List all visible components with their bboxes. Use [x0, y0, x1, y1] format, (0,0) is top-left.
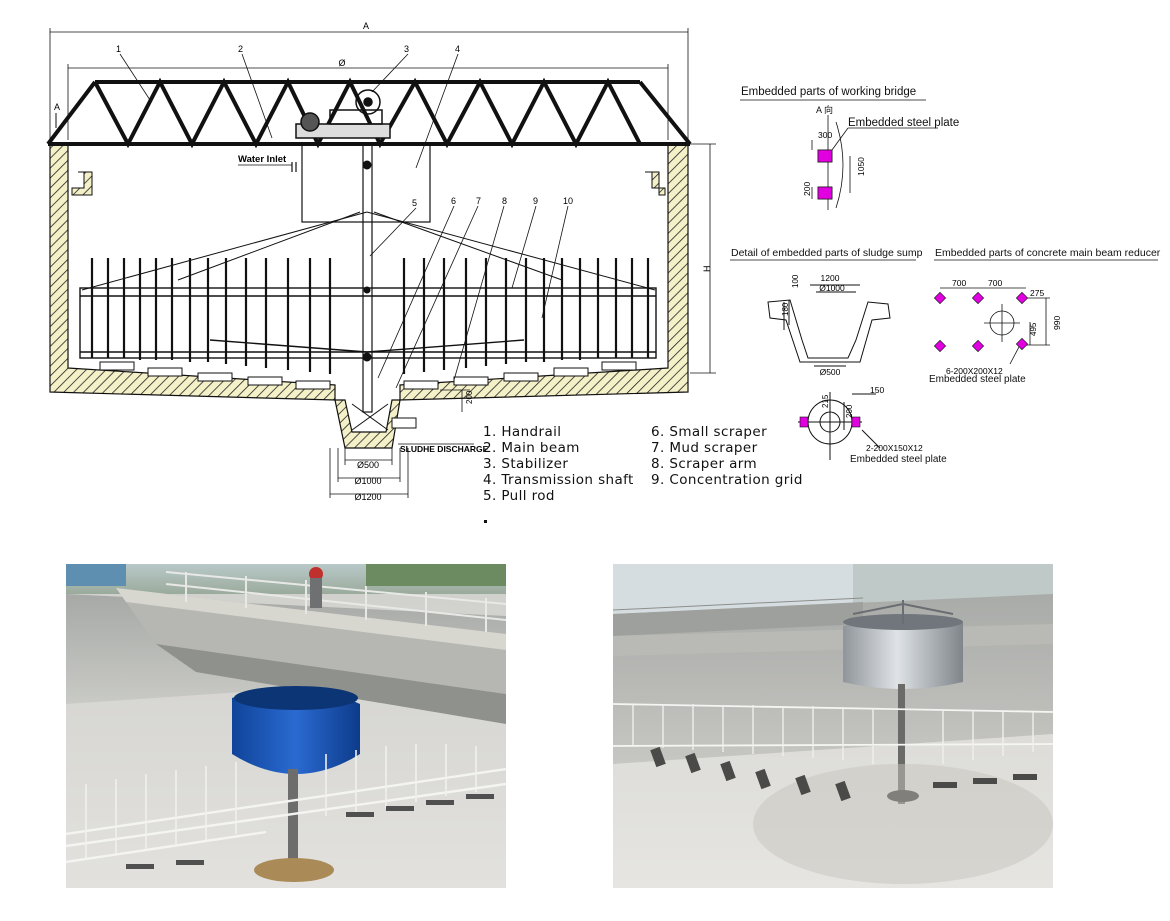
callout-leaders	[119, 53, 569, 389]
sump-detail-title: Detail of embedded parts of sludge sump	[731, 247, 923, 259]
sump-dim-1000: Ø1000	[354, 476, 381, 486]
callout-4: 4	[455, 44, 460, 54]
callout-5: 5	[412, 198, 417, 208]
sump-plate-dim-200: 200	[845, 404, 854, 418]
thickener-photo-blue	[66, 564, 506, 888]
scraper-blades	[99, 361, 637, 390]
grid-bars	[90, 258, 650, 374]
callout-2: 2	[238, 44, 243, 54]
sump-dim-500: Ø500	[357, 460, 379, 470]
pull-rods	[81, 211, 656, 291]
transmission-shaft	[362, 143, 373, 413]
legend-item: 9. Concentration grid	[651, 472, 803, 488]
legend-item: 8. Scraper arm	[651, 456, 758, 472]
legend-item: 2. Main beam	[483, 440, 580, 456]
embedded-plate-marker	[817, 149, 833, 163]
sump-plate-spec: 2-200X150X12	[866, 443, 923, 453]
callout-7: 7	[476, 196, 481, 206]
dimension-diameter-label: Ø	[338, 58, 345, 68]
bridge-plate-label: Embedded steel plate	[848, 117, 960, 129]
callout-10: 10	[563, 196, 573, 206]
callout-6: 6	[451, 196, 456, 206]
embedded-plate-marker	[817, 186, 833, 200]
sump-dim-500-detail: Ø500	[820, 367, 841, 377]
feed-well	[301, 143, 431, 223]
callout-9: 9	[533, 196, 538, 206]
reducer-dim-495: 495	[1029, 322, 1038, 336]
legend-item: 7. Mud scraper	[651, 440, 758, 456]
sump-dim-180-detail: 180	[781, 302, 790, 316]
sump-dim-1200-detail: 1200	[821, 273, 840, 283]
legend-item: 3. Stabilizer	[483, 456, 569, 472]
legend-item: 1. Handrail	[483, 424, 562, 440]
thickener-section-drawing: A Ø A Water Inlet	[46, 21, 1158, 502]
reducer-dim-700-b: 700	[988, 278, 1002, 288]
callout-8: 8	[502, 196, 507, 206]
callout-3: 3	[404, 44, 409, 54]
sump-depth-dim: 200	[465, 390, 474, 404]
dimension-a	[49, 28, 689, 140]
legend-item: 4. Transmission shaft	[483, 472, 634, 488]
bridge-dim-300: 300	[818, 130, 832, 140]
sump-plate-dim-215: 215	[821, 394, 830, 408]
legend-item: 6. Small scraper	[651, 424, 768, 440]
bullet-dot	[484, 520, 487, 523]
reducer-detail-title: Embedded parts of concrete main beam red…	[935, 247, 1161, 259]
dimension-h-label: H	[702, 266, 712, 273]
bridge-detail-title: Embedded parts of working bridge	[741, 86, 917, 98]
sump-dim-100-detail: 100	[791, 274, 800, 288]
bridge-dim-200: 200	[802, 182, 812, 196]
reducer-plate-spec: 6-200X200X12	[946, 366, 1003, 376]
water-inlet-label: Water Inlet	[238, 154, 287, 165]
concentration-grid	[79, 287, 657, 359]
legend-column-1: 1. Handrail 2. Main beam 3. Stabilizer 4…	[483, 424, 634, 504]
embedded-plate-marker	[851, 416, 861, 428]
sump-dim-1200: Ø1200	[354, 492, 381, 502]
reducer-plate-label: Embedded steel plate	[929, 374, 1026, 385]
section-marker-a: A	[54, 102, 60, 112]
dimension-a-label: A	[363, 21, 369, 31]
embedded-plate-marker	[799, 416, 809, 428]
thickener-photo-steel	[613, 564, 1053, 888]
sludge-discharge-label: SLUDHE DISCHARGE	[400, 444, 489, 454]
sump-plate-dim-150: 150	[870, 385, 884, 395]
reducer-dim-990: 990	[1052, 316, 1062, 330]
legend-column-2: 6. Small scraper 7. Mud scraper 8. Scrap…	[651, 424, 803, 488]
dimension-diameter	[67, 64, 669, 140]
callout-1: 1	[116, 44, 121, 54]
reducer-plates	[933, 291, 1029, 353]
sump-plate-label: Embedded steel plate	[850, 454, 947, 465]
bridge-view-label: A 向	[816, 105, 834, 115]
sludge-discharge-pipe	[351, 403, 417, 431]
reducer-dim-275: 275	[1030, 288, 1044, 298]
reducer-dim-700-a: 700	[952, 278, 966, 288]
sump-dim-1000-detail: Ø1000	[819, 283, 845, 293]
legend-item: 5. Pull rod	[483, 488, 555, 504]
drive-unit	[295, 89, 391, 139]
bridge-dim-1050: 1050	[856, 157, 866, 176]
